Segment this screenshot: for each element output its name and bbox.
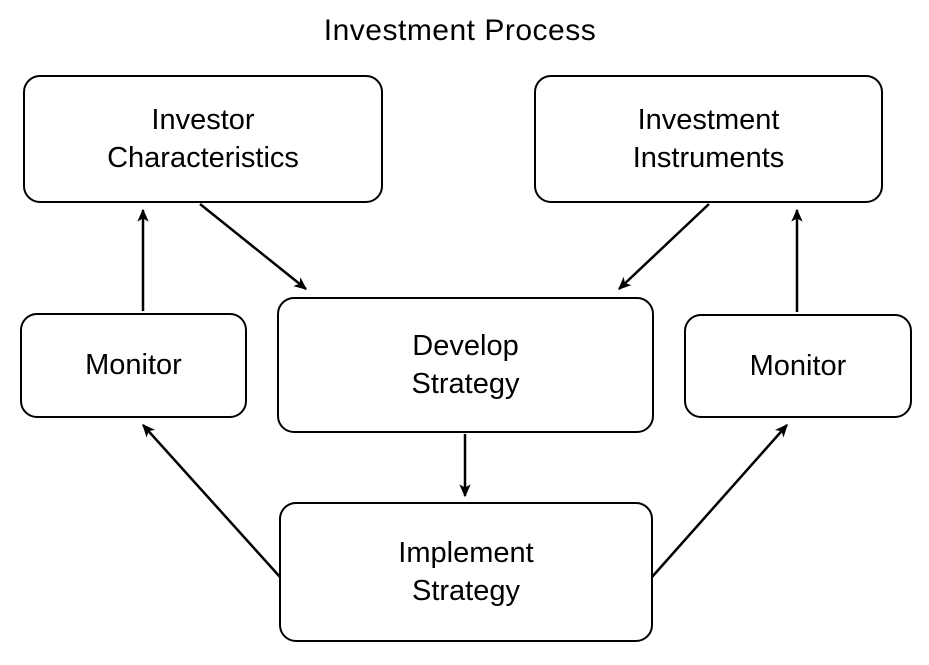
node-monitor-left-label: Monitor <box>85 349 182 382</box>
arrow-implementstrategy-to-monitorleft <box>142 424 281 578</box>
node-develop-strategy: Develop Strategy <box>277 297 654 433</box>
arrow-investorcharacteristics-to-developstrategy <box>199 203 308 290</box>
node-monitor-right-label: Monitor <box>749 349 847 382</box>
node-investment-instruments-label: Investment Instruments <box>632 103 785 174</box>
node-implement-strategy: Implement Strategy <box>279 502 653 642</box>
node-investment-instruments: Investment Instruments <box>534 75 883 203</box>
node-investor-characteristics-label: Investor Characteristics <box>107 103 299 174</box>
node-develop-strategy-label: Develop Strategy <box>411 329 520 400</box>
diagram-title: Investment Process <box>323 14 597 47</box>
node-monitor-right: Monitor <box>684 314 912 418</box>
arrow-investmentinstruments-to-developstrategy <box>618 203 710 290</box>
node-monitor-left: Monitor <box>20 313 247 418</box>
node-investor-characteristics: Investor Characteristics <box>23 75 383 203</box>
arrow-implementstrategy-to-monitorright <box>651 424 788 578</box>
node-implement-strategy-label: Implement Strategy <box>398 536 534 607</box>
